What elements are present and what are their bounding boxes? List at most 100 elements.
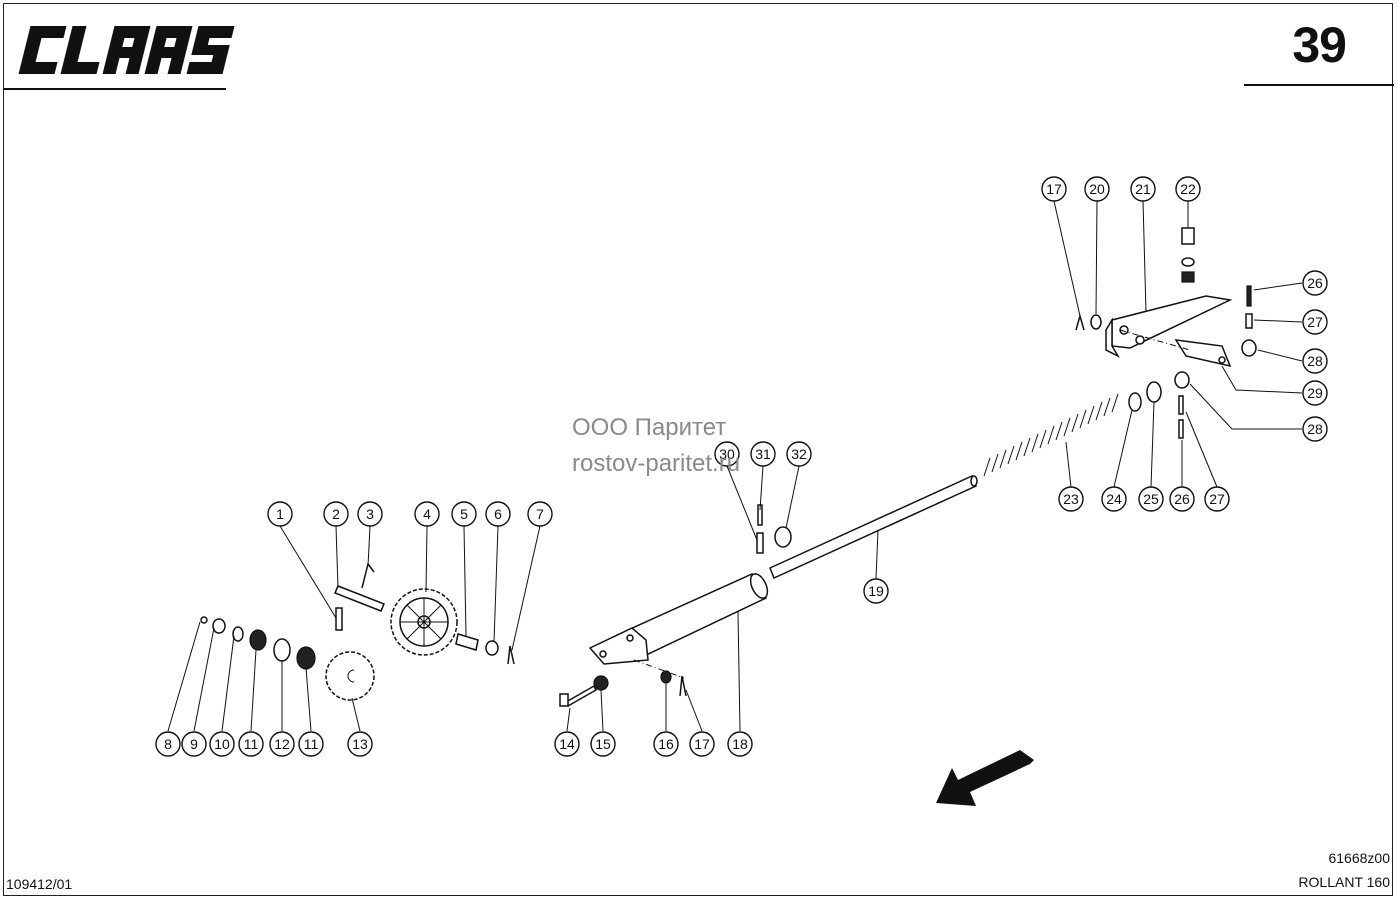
drawing-frame	[3, 3, 1393, 896]
svg-text:23: 23	[1063, 491, 1079, 507]
logo-underline	[4, 88, 226, 90]
bearing-11b	[296, 646, 316, 670]
callout: 32	[786, 441, 812, 467]
callout: 8	[155, 731, 181, 757]
callout: 11	[238, 731, 264, 757]
callout: 15	[590, 731, 616, 757]
ring-10	[232, 626, 244, 642]
cotter-7	[507, 645, 515, 665]
svg-text:12: 12	[274, 736, 290, 752]
callout: 14	[554, 731, 580, 757]
callout: 17	[1041, 176, 1067, 202]
callout: 12	[269, 731, 295, 757]
svg-text:5: 5	[460, 506, 468, 522]
svg-text:15: 15	[595, 736, 611, 752]
bracket-21	[1105, 295, 1233, 358]
callout: 26	[1302, 270, 1328, 296]
svg-text:3: 3	[366, 506, 374, 522]
callout: 3	[357, 501, 383, 527]
svg-text:29: 29	[1307, 385, 1323, 401]
callout: 21	[1130, 176, 1156, 202]
model-name: ROLLANT 160	[1298, 874, 1390, 890]
svg-text:7: 7	[536, 506, 544, 522]
svg-text:13: 13	[352, 736, 368, 752]
claas-logo	[18, 26, 235, 74]
callout: 24	[1101, 486, 1127, 512]
callout: 10	[209, 731, 235, 757]
svg-text:1: 1	[276, 506, 284, 522]
svg-text:11: 11	[304, 736, 319, 752]
drawing-code: 61668z00	[1328, 850, 1390, 866]
page-number: 39	[1292, 17, 1347, 73]
svg-text:28: 28	[1307, 353, 1323, 369]
svg-text:22: 22	[1180, 181, 1196, 197]
svg-text:6: 6	[494, 506, 502, 522]
bolt-14	[565, 684, 597, 708]
callout: 22	[1175, 176, 1201, 202]
svg-text:31: 31	[755, 446, 771, 462]
svg-text:11: 11	[244, 736, 259, 752]
cotter-3	[361, 562, 375, 589]
watermark-company: ООО Паритет	[572, 414, 727, 441]
ball-8	[200, 616, 208, 624]
callout: 28	[1302, 348, 1328, 374]
nut-15	[593, 675, 609, 691]
svg-text:28: 28	[1307, 421, 1323, 437]
nut-22	[1181, 271, 1195, 283]
svg-text:26: 26	[1307, 275, 1323, 291]
svg-text:16: 16	[658, 736, 674, 752]
svg-text:8: 8	[164, 736, 172, 752]
svg-text:21: 21	[1135, 181, 1151, 197]
callout: 26	[1169, 486, 1195, 512]
bush-28b	[1174, 371, 1190, 389]
svg-text:20: 20	[1089, 181, 1105, 197]
callout: 20	[1084, 176, 1110, 202]
ring-25	[1146, 381, 1162, 403]
svg-text:19: 19	[868, 583, 884, 599]
washer-6	[485, 640, 499, 656]
direction-arrow-icon	[936, 750, 1034, 806]
callout: 9	[181, 731, 207, 757]
callout: 30	[714, 441, 740, 467]
bolt-14-head	[559, 693, 569, 707]
svg-text:9: 9	[190, 736, 198, 752]
washer-22	[1181, 257, 1195, 267]
svg-text:27: 27	[1307, 314, 1323, 330]
callout: 31	[750, 441, 776, 467]
watermark-url: rostov-paritet.ru	[572, 450, 741, 477]
svg-text:32: 32	[791, 446, 807, 462]
pin-26b	[1178, 395, 1184, 415]
callout: 27	[1302, 309, 1328, 335]
sprocket-13	[325, 651, 375, 701]
pin-27	[1245, 313, 1253, 329]
callout: 17	[689, 731, 715, 757]
cotter-17-lower	[679, 675, 687, 697]
svg-text:26: 26	[1174, 491, 1190, 507]
callout: 28	[1302, 416, 1328, 442]
svg-text:18: 18	[732, 736, 748, 752]
bush-5	[455, 633, 479, 651]
svg-text:2: 2	[332, 506, 340, 522]
page-number-underline	[1244, 84, 1394, 86]
svg-text:4: 4	[423, 506, 431, 522]
circlip-12	[273, 638, 291, 662]
callout: 4	[414, 501, 440, 527]
pin-2	[334, 585, 385, 612]
callout: 27	[1204, 486, 1230, 512]
callout: 19	[863, 578, 889, 604]
document-number: 109412/01	[6, 876, 73, 892]
callout: 13	[347, 731, 373, 757]
callout: 29	[1302, 380, 1328, 406]
bush-9	[212, 618, 226, 634]
washer-16	[660, 670, 672, 684]
tube-18	[588, 573, 769, 665]
svg-text:25: 25	[1143, 491, 1159, 507]
callout: 7	[527, 501, 553, 527]
callout: 2	[323, 501, 349, 527]
svg-text:10: 10	[214, 736, 230, 752]
svg-text:17: 17	[694, 736, 710, 752]
bearing-11	[249, 629, 267, 651]
watermark: ООО Паритет rostov-paritet.ru	[572, 410, 740, 482]
svg-text:17: 17	[1046, 181, 1062, 197]
